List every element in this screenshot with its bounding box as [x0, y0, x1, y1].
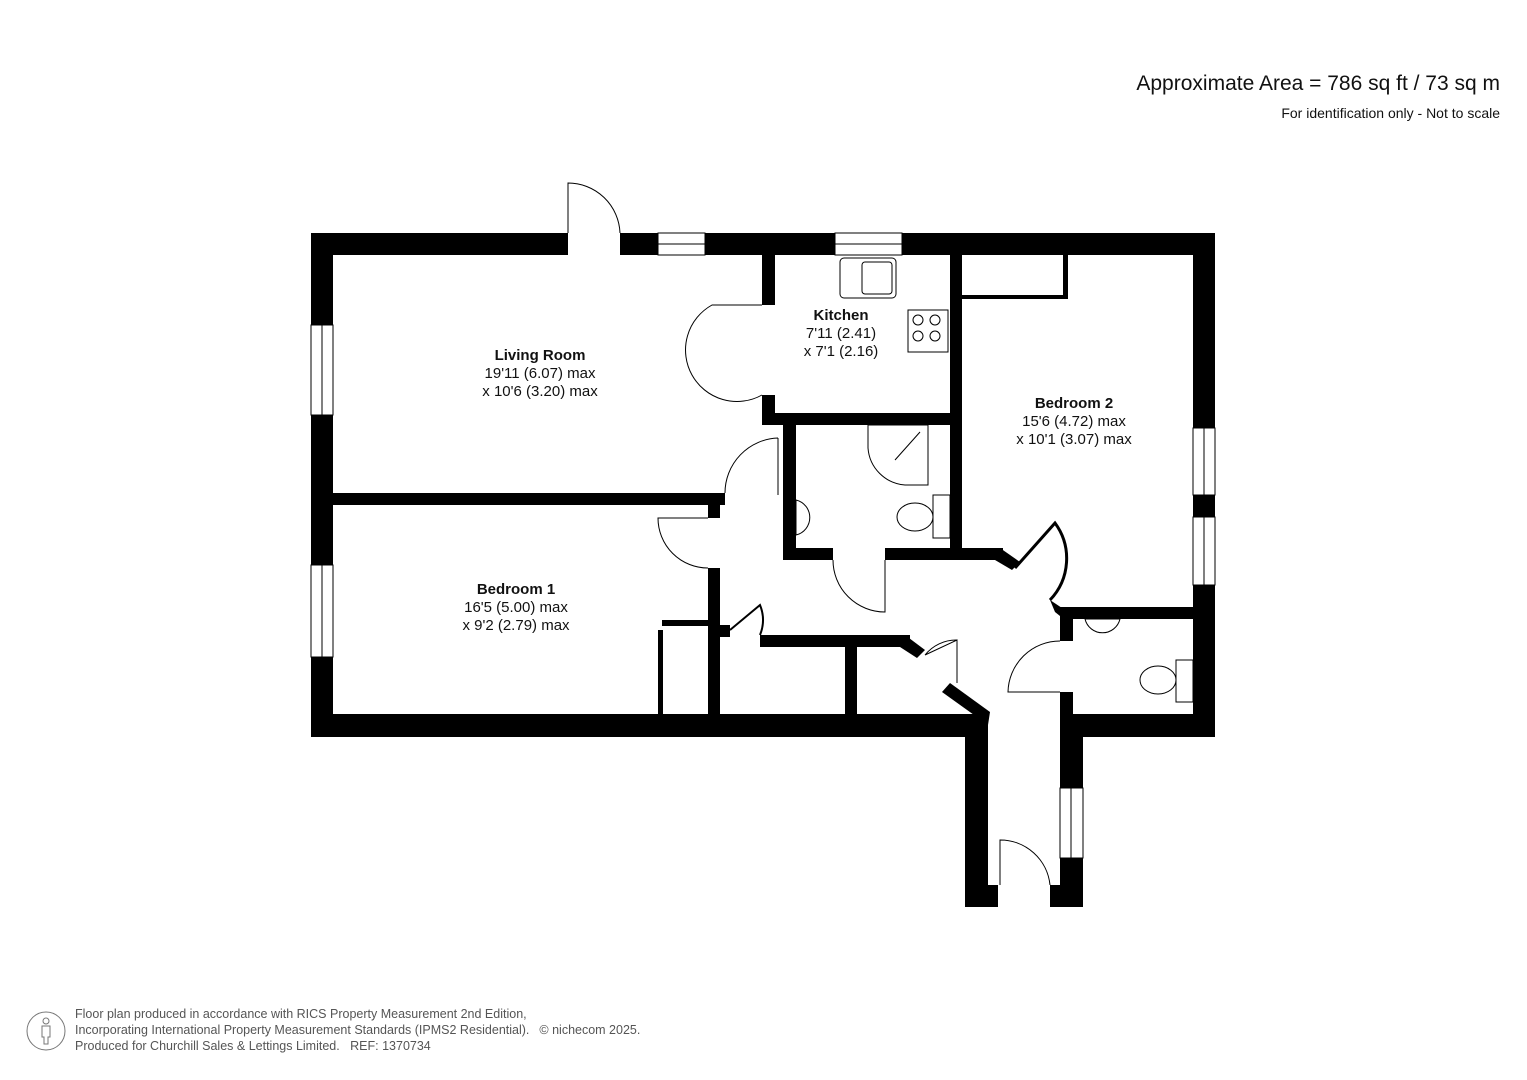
room-dim: x 10'6 (3.20) max — [482, 383, 598, 400]
wall — [760, 635, 910, 647]
room-name: Bedroom 2 — [1034, 395, 1114, 412]
room-dim: 15'6 (4.72) max — [1022, 413, 1126, 430]
cupboard-door — [729, 603, 764, 636]
wall — [1060, 714, 1215, 737]
room-dim: x 10'1 (3.07) max — [1016, 431, 1132, 448]
footer: Floor plan produced in accordance with R… — [75, 1006, 640, 1054]
front-door — [567, 182, 621, 234]
wall — [942, 683, 990, 725]
room-kitchen: Kitchen 7'11 (2.41) x 7'1 (2.16) — [804, 307, 879, 361]
wardrobe-door — [962, 295, 1067, 299]
room-name: Bedroom 1 — [476, 581, 556, 598]
room-bedroom-2: Bedroom 2 15'6 (4.72) max x 10'1 (3.07) … — [1016, 395, 1131, 449]
wall — [762, 255, 775, 305]
room-name: Living Room — [494, 347, 586, 364]
wall — [333, 493, 725, 505]
bedroom1-door — [657, 517, 709, 569]
room-dim: x 9'2 (2.79) max — [462, 617, 570, 634]
wall — [1050, 600, 1065, 620]
toilet-icon — [896, 502, 934, 532]
cupboard-door — [924, 639, 958, 683]
wall — [311, 233, 568, 255]
wall — [1060, 607, 1193, 619]
kitchen-door — [685, 304, 763, 402]
wall — [708, 505, 720, 518]
room-living-room: Living Room 19'11 (6.07) max x 10'6 (3.2… — [482, 347, 597, 401]
doors — [567, 182, 1069, 886]
wall — [708, 568, 720, 714]
basin-icon — [795, 499, 811, 536]
footer-line3: Produced for Churchill Sales & Lettings … — [75, 1039, 340, 1053]
wall — [845, 647, 857, 714]
approximate-area: Approximate Area = 786 sq ft / 73 sq m — [1136, 72, 1500, 95]
wall — [620, 233, 1215, 255]
wall — [950, 255, 962, 560]
wardrobe-wall — [662, 620, 708, 626]
wall — [311, 714, 988, 737]
footer-line1: Floor plan produced in accordance with R… — [75, 1007, 527, 1021]
wc-door — [1007, 640, 1061, 693]
wall — [965, 885, 998, 907]
walls — [311, 233, 1215, 907]
footer-line2: Incorporating International Property Mea… — [75, 1023, 530, 1037]
wall — [1060, 619, 1073, 641]
wardrobe-door — [658, 630, 663, 714]
scale-note: For identification only - Not to scale — [1281, 105, 1500, 121]
reference: REF: 1370734 — [350, 1039, 431, 1053]
living-room-door — [724, 437, 779, 495]
room-dim: 16'5 (5.00) max — [464, 599, 568, 616]
wall — [311, 233, 333, 737]
wall — [1060, 692, 1073, 714]
wall — [995, 548, 1020, 570]
windows — [310, 232, 1216, 859]
wall — [1050, 885, 1083, 907]
wall — [885, 548, 1003, 560]
wc-basin-icon — [1084, 618, 1121, 634]
bedroom2-door — [1013, 520, 1069, 602]
wall — [965, 714, 988, 907]
copyright: © nichecom 2025. — [539, 1023, 641, 1037]
wall — [783, 548, 833, 560]
wc-toilet-icon — [1139, 665, 1177, 695]
room-name: Kitchen — [813, 307, 869, 324]
room-dim: 7'11 (2.41) — [805, 325, 877, 342]
entrance-door — [999, 839, 1051, 886]
fixtures — [795, 257, 1194, 703]
wall — [783, 425, 796, 560]
wall — [720, 625, 730, 637]
wall — [762, 413, 962, 425]
room-dim: x 7'1 (2.16) — [803, 343, 879, 360]
bathroom-door — [832, 559, 886, 613]
shower-icon — [867, 424, 929, 486]
person-scale-icon — [26, 1011, 66, 1051]
room-dim: 19'11 (6.07) max — [484, 365, 596, 382]
room-bedroom-1: Bedroom 1 16'5 (5.00) max x 9'2 (2.79) m… — [462, 581, 569, 635]
wall — [900, 635, 925, 658]
wardrobe-wall — [1063, 255, 1068, 299]
